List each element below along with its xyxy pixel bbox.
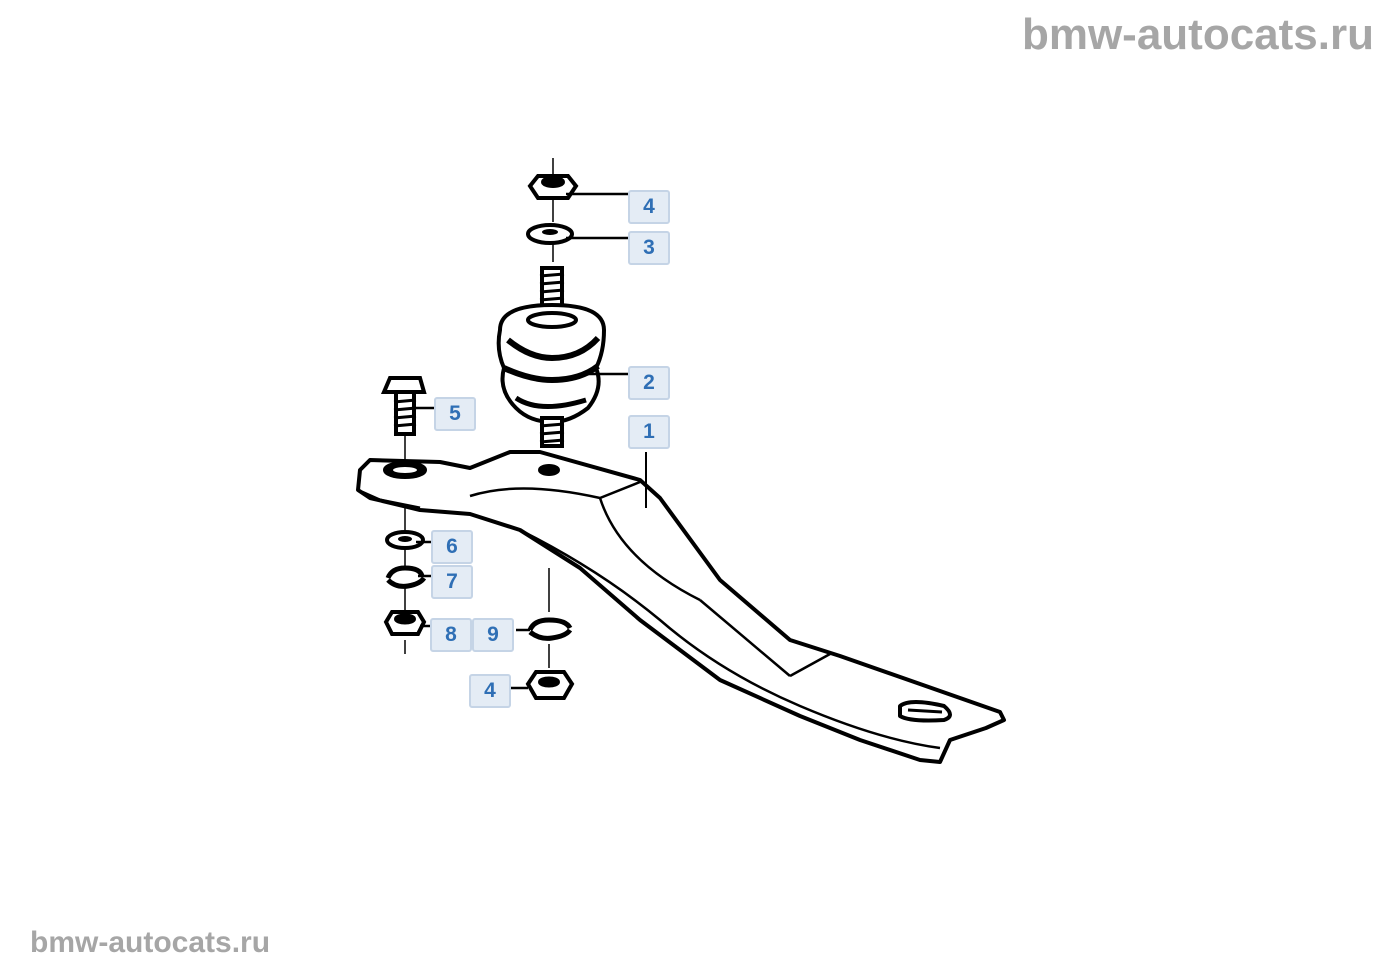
- rubber-mount: [496, 266, 607, 448]
- callout-rubber-mount[interactable]: 2: [628, 366, 670, 400]
- bolt: [380, 376, 427, 436]
- callout-washer-top[interactable]: 3: [628, 231, 670, 265]
- leader-lines: [414, 192, 630, 690]
- callout-spring-washer-9[interactable]: 9: [472, 618, 514, 652]
- callout-nut-bottom[interactable]: 4: [469, 674, 511, 708]
- spring-washer-9: [527, 617, 573, 641]
- nut-top: [527, 174, 579, 200]
- watermark-bottom: bmw-autocats.ru: [30, 926, 271, 959]
- callout-bracket[interactable]: 1: [628, 415, 670, 449]
- washer-6: [385, 530, 425, 550]
- callout-nut-top[interactable]: 4: [628, 190, 670, 224]
- callout-nut-8[interactable]: 8: [430, 618, 472, 652]
- callout-spring-washer-7[interactable]: 7: [431, 565, 473, 599]
- axis-lines: [404, 158, 554, 668]
- washer-top: [526, 223, 574, 245]
- bracket: [356, 450, 1006, 764]
- callout-bolt[interactable]: 5: [434, 397, 476, 431]
- spring-washer-7: [385, 565, 427, 589]
- callout-washer-6[interactable]: 6: [431, 530, 473, 564]
- nut-8: [383, 610, 427, 636]
- nut-bottom: [525, 670, 575, 700]
- watermark-top: bmw-autocats.ru: [1021, 10, 1374, 59]
